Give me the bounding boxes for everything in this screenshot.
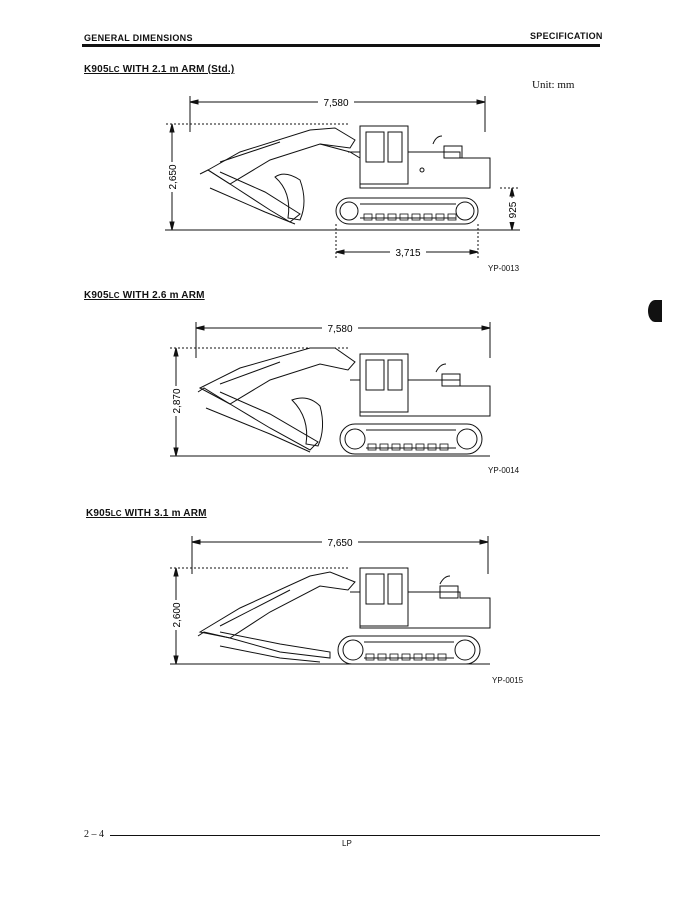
excavator-figure-1: 7,580 2,650 3,715 925	[164, 96, 520, 259]
footer-rule	[110, 835, 600, 836]
excavator-figure-2: 7,580 2,870	[168, 322, 491, 457]
figure-id-2: YP-0014	[488, 466, 520, 475]
header-left: GENERAL DIMENSIONS	[84, 33, 193, 43]
excavator-figure-3: 7,650 2,600	[168, 536, 491, 665]
dim-length-1: 7,580	[323, 98, 348, 109]
dim-length-3: 7,650	[327, 538, 352, 549]
section-title-3: K905LC WITH 3.1 m ARM	[86, 508, 207, 519]
dim-height-3: 2,600	[172, 602, 183, 627]
dim-height-2: 2,870	[172, 388, 183, 413]
unit-label: Unit: mm	[532, 79, 575, 91]
page-number: 2 – 4	[84, 829, 104, 840]
section-title-2: K905LC WITH 2.6 m ARM	[84, 290, 205, 301]
figure-id-1: YP-0013	[488, 264, 520, 273]
binder-hole-mark	[648, 300, 662, 322]
section-title-1: K905LC WITH 2.1 m ARM (Std.)	[84, 64, 235, 75]
dim-clearance-1: 925	[508, 201, 519, 218]
dim-track-1: 3,715	[395, 248, 420, 259]
dim-length-2: 7,580	[327, 324, 352, 335]
header-rule	[82, 44, 600, 47]
figure-id-3: YP-0015	[492, 676, 524, 685]
header-right: SPECIFICATION	[530, 31, 603, 41]
dim-height-1: 2,650	[168, 164, 179, 189]
footer-code: LP	[342, 839, 352, 848]
